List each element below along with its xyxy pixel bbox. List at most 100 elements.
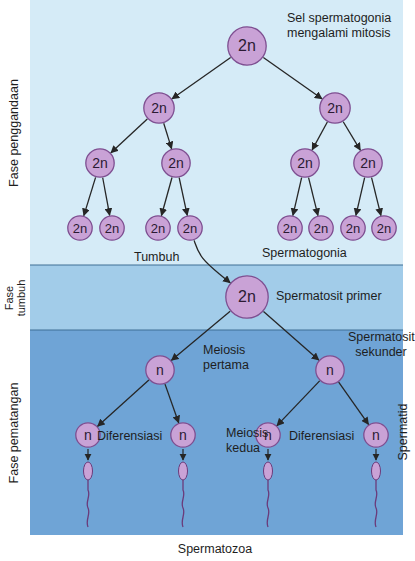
cell-circle: n <box>170 422 196 448</box>
cell-body <box>309 216 333 240</box>
ploidy-label: 2n <box>290 148 320 178</box>
division-arrow <box>263 58 322 99</box>
ploidy-label: 2n <box>99 215 125 241</box>
sperm-head <box>179 462 188 480</box>
growth-arrow <box>194 240 230 283</box>
sperm-head <box>84 462 93 480</box>
cell-circle: 2n <box>340 215 366 241</box>
ploidy-label: 2n <box>225 275 269 319</box>
cell-body <box>341 216 365 240</box>
differentiation-arrow <box>182 449 183 460</box>
spermatozoa-group <box>84 449 381 527</box>
band-separator <box>30 330 403 331</box>
ploidy-label: 2n <box>340 215 366 241</box>
cell-body <box>144 93 174 123</box>
cell-body <box>76 423 100 447</box>
division-arrow <box>372 178 381 216</box>
cell-circle: 2n <box>308 215 334 241</box>
sperm-tail <box>375 480 377 527</box>
cell-circle: 2n <box>353 148 383 178</box>
cell-body <box>162 149 190 177</box>
cell-circle: 2n <box>227 26 267 66</box>
division-arrow <box>171 311 230 360</box>
division-arrow <box>343 122 360 150</box>
cell-body <box>291 149 319 177</box>
cell-circle: n <box>255 422 281 448</box>
cell-body <box>316 356 344 384</box>
ploidy-label: 2n <box>353 148 383 178</box>
division-arrow <box>312 122 327 150</box>
ploidy-label: 2n <box>227 26 267 66</box>
division-arrow <box>165 384 179 423</box>
division-arrow <box>309 178 318 216</box>
cell-circle: n <box>363 422 389 448</box>
cell-body <box>320 93 350 123</box>
ploidy-label: 2n <box>371 215 397 241</box>
division-arrow <box>98 380 149 426</box>
cell-body <box>171 423 195 447</box>
sperm-head <box>264 462 273 480</box>
ploidy-label: n <box>363 422 389 448</box>
cell-circle: 2n <box>371 215 397 241</box>
division-arrow <box>339 382 369 424</box>
division-arrow <box>179 178 187 216</box>
cell-body <box>68 216 92 240</box>
division-arrow <box>164 123 172 148</box>
phase-band: Fase penggandaan2n2n2n2n2n2n2n2n2n2n2n2n… <box>30 0 403 265</box>
cell-body <box>178 216 202 240</box>
cell-circle: 2n <box>85 148 115 178</box>
cell-body <box>146 356 174 384</box>
division-arrow <box>103 178 110 215</box>
sperm-cell <box>372 449 381 527</box>
cell-body <box>226 276 268 318</box>
ploidy-label: 2n <box>277 215 303 241</box>
cell-circle: 2n <box>99 215 125 241</box>
ploidy-label: n <box>145 355 175 385</box>
division-arrow <box>293 178 302 216</box>
band-separator <box>30 265 403 266</box>
sperm-cell <box>264 449 273 527</box>
ploidy-label: n <box>255 422 281 448</box>
ploidy-label: 2n <box>177 215 203 241</box>
division-arrow <box>264 312 319 361</box>
cell-circle: 2n <box>67 215 93 241</box>
band-separators <box>30 265 403 330</box>
division-arrow <box>111 119 147 153</box>
cell-body <box>100 216 124 240</box>
ploidy-label: n <box>170 422 196 448</box>
division-arrow <box>84 177 96 215</box>
cell-circle: 2n <box>290 148 320 178</box>
differentiation-arrow <box>87 449 88 460</box>
cell-circle: n <box>315 355 345 385</box>
cell-body <box>372 216 396 240</box>
cell-circle: 2n <box>161 148 191 178</box>
division-arrow <box>161 177 172 215</box>
ploidy-label: 2n <box>319 92 351 124</box>
cell-body <box>256 423 280 447</box>
sperm-tail <box>87 480 89 527</box>
cell-circle: 2n <box>277 215 303 241</box>
ploidy-label: 2n <box>145 215 171 241</box>
sperm-cell <box>179 449 188 527</box>
sperm-cell <box>84 449 93 527</box>
cell-body <box>278 216 302 240</box>
connector-group <box>84 58 381 427</box>
phase-label: Fase penggandaan <box>8 33 22 233</box>
ploidy-label: 2n <box>308 215 334 241</box>
annotation-label: Spermatozoa <box>178 542 252 557</box>
differentiation-arrow <box>267 449 268 460</box>
ploidy-label: 2n <box>85 148 115 178</box>
sperm-tail <box>182 480 184 527</box>
ploidy-label: 2n <box>67 215 93 241</box>
phase-label: Fase tumbuh <box>3 269 27 327</box>
sperm-head <box>372 462 381 480</box>
ploidy-label: n <box>75 422 101 448</box>
ploidy-label: 2n <box>161 148 191 178</box>
sperm-tail <box>267 480 269 527</box>
cell-circle: n <box>75 422 101 448</box>
phase-band: Fase tumbuh2n <box>30 265 403 330</box>
cell-body <box>228 27 266 65</box>
phase-band: Fase pematangannnnnnn <box>30 330 403 535</box>
cell-circle: 2n <box>143 92 175 124</box>
